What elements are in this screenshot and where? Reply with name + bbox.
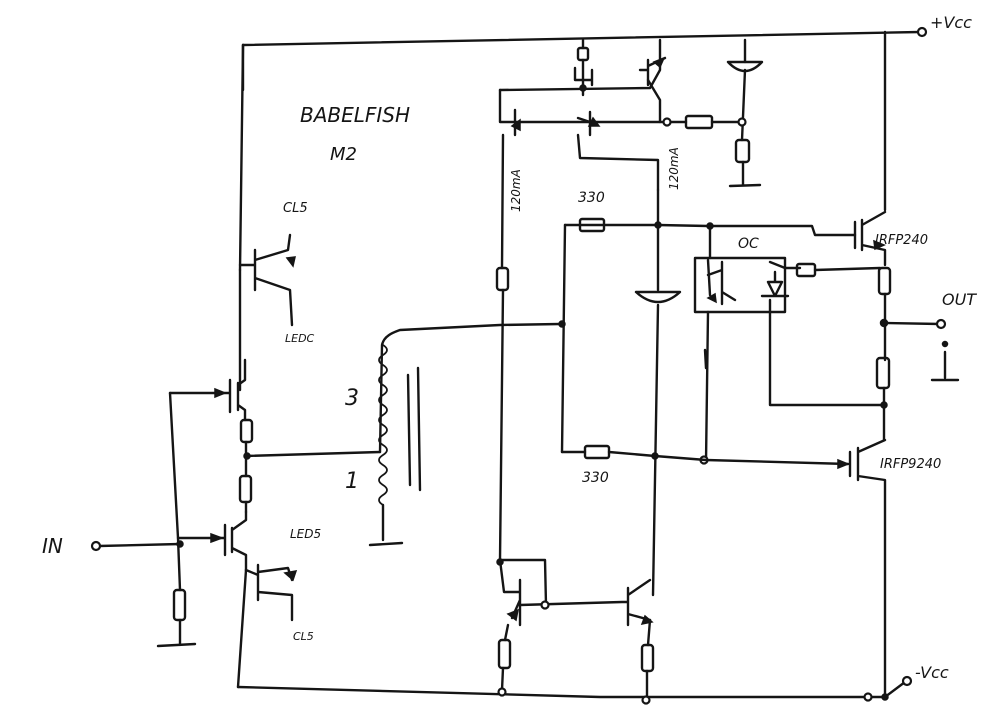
transistor-label-cl5: CL5 <box>283 201 308 216</box>
output-stage <box>653 30 947 702</box>
center-column <box>495 133 682 597</box>
mosfet-label-irfp9240: IRFP9240 <box>880 457 941 472</box>
transformer <box>368 322 562 547</box>
resistor-label-330-top: 330 <box>578 190 605 206</box>
input-terminal <box>90 540 102 552</box>
transistor-label-ledc: LEDC <box>285 332 315 345</box>
transistor-label-cl5-lower: CL5 <box>293 630 314 643</box>
protection-label: OC <box>738 236 759 252</box>
vcc-negative-terminal <box>901 675 913 687</box>
title: BABELFISH <box>300 103 410 127</box>
ground-marker-label: i <box>941 375 942 377</box>
resistor-label-330-bottom: 330 <box>582 470 609 486</box>
output-label: OUT <box>942 290 977 309</box>
vcc-negative-label: -Vcc <box>915 663 949 682</box>
overcurrent-protection <box>656 222 887 465</box>
mosfet-label-irfp240: IRFP240 <box>875 233 928 248</box>
top-current-mirror <box>498 38 764 192</box>
transformer-tap-1: 1 <box>345 469 359 494</box>
output-ground-marker <box>930 340 960 382</box>
vcc-positive-label: +Vcc <box>930 13 972 32</box>
input-label: IN <box>42 534 63 558</box>
bottom-current-mirror <box>496 558 655 705</box>
left-driver-stage <box>97 43 382 689</box>
vcc-positive-terminal <box>916 26 928 38</box>
transformer-tap-3: 3 <box>345 386 359 411</box>
current-label-left: 120mA <box>509 169 523 212</box>
transistor-label-led5: LED5 <box>290 527 321 541</box>
current-label-mid: 120mA <box>667 147 681 190</box>
subtitle: M2 <box>330 144 357 165</box>
negative-rail <box>236 680 907 699</box>
